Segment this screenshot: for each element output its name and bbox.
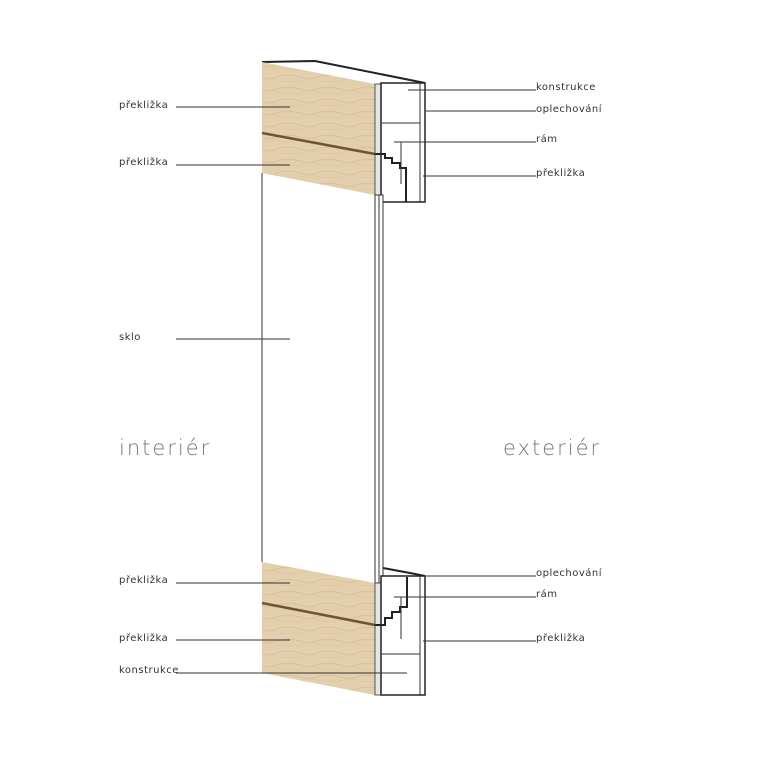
plywood-top [262, 62, 375, 195]
bottom-assembly [261, 562, 426, 696]
label-construction: konstrukce [119, 665, 179, 676]
label-glass: sklo [119, 332, 141, 343]
label-flashing: oplechování [536, 567, 603, 579]
frame-step-profile [375, 153, 407, 202]
top-sheet-edge [261, 59, 426, 84]
label-frame: rám [536, 133, 557, 145]
label-plywood: překližka [536, 167, 585, 179]
label-frame: rám [536, 588, 557, 600]
label-plywood: překližka [119, 632, 168, 644]
label-flashing: oplechování [536, 103, 603, 115]
label-plywood: překližka [119, 99, 168, 111]
flashing [382, 567, 426, 577]
top-assembly [261, 59, 426, 203]
label-plywood: překližka [119, 574, 168, 586]
frame-step-profile [375, 577, 408, 626]
left-callouts: překližka překližka sklo překližka překl… [119, 99, 407, 676]
glass-pane [261, 173, 384, 584]
right-callouts: konstrukce oplechování rám překližka opl… [394, 82, 603, 644]
plywood-bottom [262, 562, 375, 695]
label-construction: konstrukce [536, 82, 596, 93]
exterior-label: exteriér [503, 436, 601, 460]
plywood-seam [261, 131, 376, 156]
label-plywood: překližka [536, 632, 585, 644]
interior-label: interiér [119, 436, 211, 460]
label-plywood: překližka [119, 156, 168, 168]
frame-strip [374, 83, 382, 196]
